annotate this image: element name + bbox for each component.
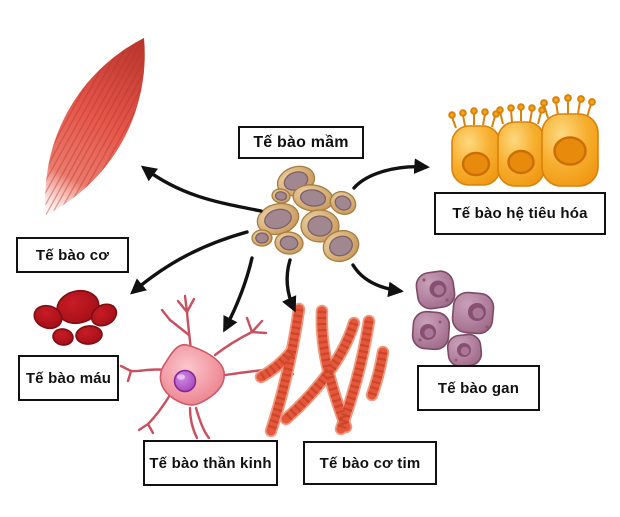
cardiac-muscle-illustration xyxy=(254,302,390,438)
blood-cells-illustration xyxy=(33,289,118,346)
liver-cells-illustration xyxy=(411,270,495,368)
arrow-to-nerve-cell xyxy=(223,256,254,333)
stem-cell-cluster-illustration xyxy=(251,165,360,263)
muscle-fiber-illustration xyxy=(45,38,145,215)
label-stem-cell: Tế bào mầm xyxy=(238,126,364,159)
arrow-to-cardiac-cell xyxy=(281,258,297,313)
label-liver-cell: Tế bào gan xyxy=(417,365,540,411)
arrow-to-digestive-cell xyxy=(352,158,430,190)
label-blood-cell: Tế bào máu xyxy=(18,355,119,401)
arrow-to-blood-cell xyxy=(130,230,249,295)
label-digestive-cell: Tế bào hệ tiêu hóa xyxy=(434,192,606,235)
label-muscle-cell: Tế bào cơ xyxy=(16,237,129,273)
cilia-cell-1 xyxy=(448,107,500,129)
arrow-to-muscle-cell xyxy=(140,165,263,213)
arrow-to-liver-cell xyxy=(351,263,404,298)
label-nerve-cell: Tế bào thần kinh xyxy=(143,440,278,486)
neuron-illustration xyxy=(119,294,295,440)
label-cardiac-cell: Tế bào cơ tim xyxy=(303,441,437,485)
digestive-cells-illustration xyxy=(448,94,599,187)
cilia-cell-3 xyxy=(540,94,596,119)
cilia-cell-2 xyxy=(496,103,546,125)
